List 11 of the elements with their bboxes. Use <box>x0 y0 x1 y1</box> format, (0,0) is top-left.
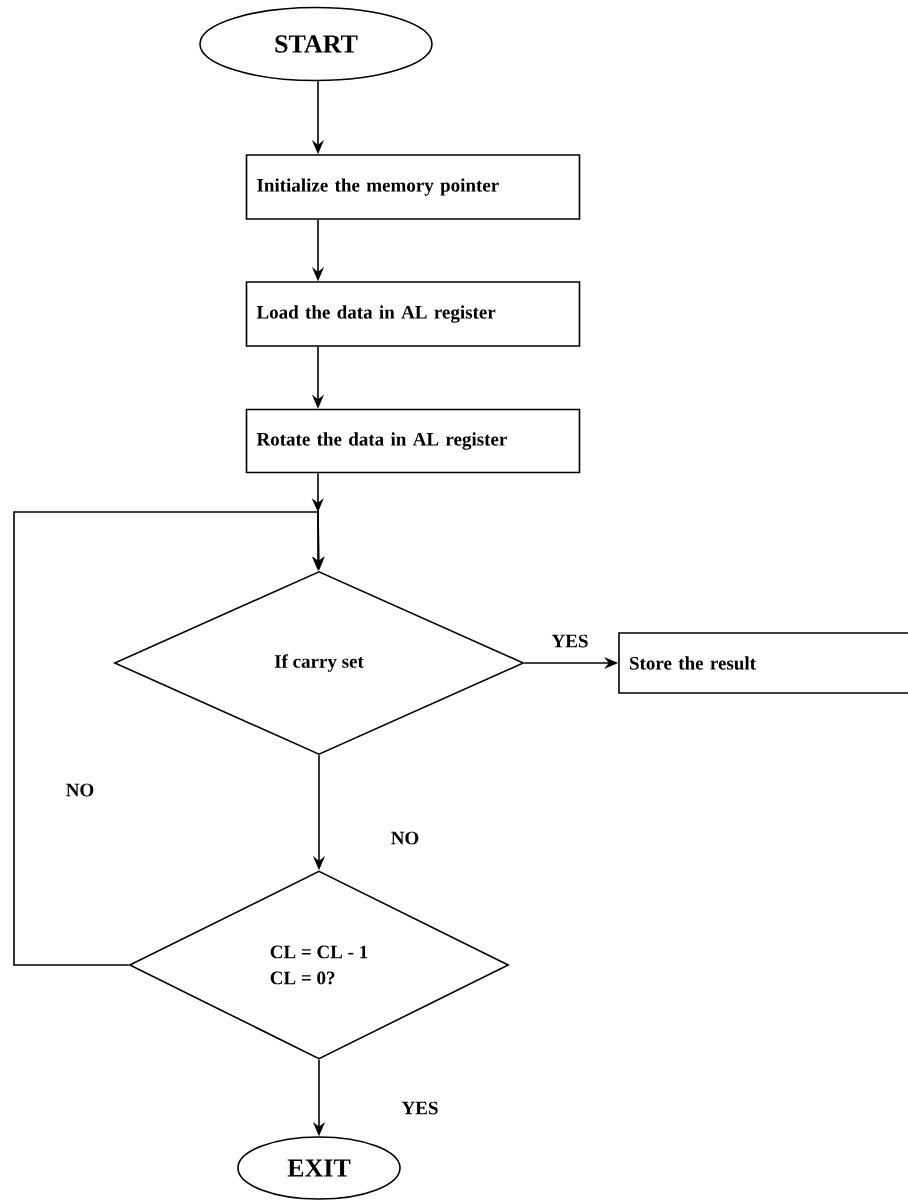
edge-label: YES <box>401 1101 438 1115</box>
terminal-oval: EXIT <box>237 1136 401 1200</box>
terminal-oval: START <box>199 6 433 82</box>
process-box: Load the data in AL register <box>245 281 581 347</box>
edge-label: NO <box>66 783 94 797</box>
arrow <box>13 498 325 966</box>
process-box: Store the result <box>618 632 908 694</box>
process-box: Initialize the memory pointer <box>245 154 581 220</box>
edge-label: NO <box>391 831 419 845</box>
process-box: Rotate the data in AL register <box>245 408 581 474</box>
edge-label: YES <box>551 634 588 648</box>
